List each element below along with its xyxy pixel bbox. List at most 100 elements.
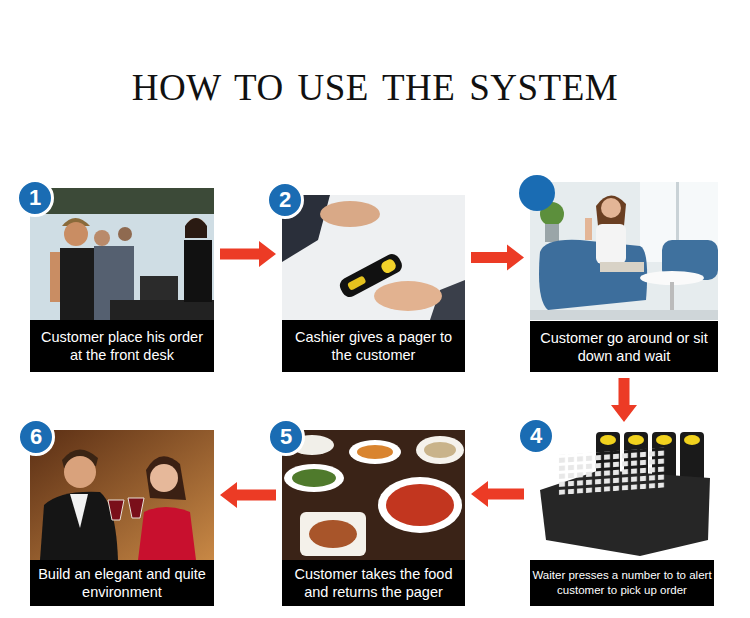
woman-hair: [146, 456, 186, 500]
woman-top: [596, 224, 626, 264]
woman-hair: [596, 195, 626, 226]
step-circle: 2: [266, 181, 304, 219]
photo-bg: [30, 188, 214, 320]
arrow-shape: [471, 481, 524, 507]
pager-light: [684, 435, 700, 445]
man-shirt: [70, 494, 88, 528]
step-panel: Waiter presses a number to to alert cust…: [530, 428, 714, 606]
lower-hand: [374, 281, 442, 311]
pager-strip: [347, 275, 367, 291]
floor: [530, 310, 718, 320]
callout-number: 4: [530, 425, 542, 447]
callout-number: 2: [279, 189, 291, 211]
food: [424, 442, 456, 458]
arrow-shape: [611, 378, 637, 422]
empty-step-circle: [519, 175, 555, 211]
step-circle: 4: [517, 417, 555, 455]
flow-arrow: [471, 481, 524, 507]
pager-light: [628, 435, 644, 445]
food: [357, 445, 393, 459]
caption-box: Customer go around or sit down and wait: [530, 321, 718, 372]
food: [292, 469, 336, 487]
wine-glass: [128, 498, 144, 518]
flow-arrow: [611, 378, 637, 422]
step-circle: 5: [267, 418, 305, 456]
photo-charger: [530, 428, 714, 560]
table-leg: [670, 282, 674, 314]
arrow-shape: [220, 241, 276, 267]
step-panel: Customer place his order at the front de…: [30, 188, 214, 372]
photo-bg: [530, 428, 714, 560]
step-panel: Cashier gives a pager to the customer2: [282, 195, 465, 372]
photo-counter: [30, 188, 214, 320]
caption-box: Customer takes the food and returns the …: [282, 560, 465, 606]
caption-box: Build an elegant and quite environment: [30, 560, 214, 606]
wine-glass: [108, 500, 124, 520]
caption-text: Customer go around or sit down and wait: [533, 329, 715, 365]
flow-arrow: [220, 482, 276, 508]
counter: [110, 300, 214, 320]
woman-head: [150, 464, 178, 492]
photo-bg: [530, 182, 718, 320]
caption-text: Build an elegant and quite environment: [33, 565, 211, 601]
page-title: HOW TO USE THE SYSTEM: [0, 68, 750, 108]
pager-body: [337, 251, 405, 300]
pager-device: [337, 251, 405, 300]
pot: [545, 224, 559, 242]
tent-roof: [30, 188, 214, 214]
photo-couple: [30, 430, 214, 560]
step-panel: Customer takes the food and returns the …: [282, 430, 465, 606]
photo-pager: [282, 195, 465, 320]
woman-head: [186, 218, 206, 238]
upper-hand: [320, 201, 380, 227]
man-suit: [40, 492, 118, 560]
photo-bg: [30, 430, 214, 560]
photo-lounge: [530, 182, 718, 320]
step-panel: Build an elegant and quite environment6: [30, 430, 214, 606]
register: [140, 276, 178, 302]
caption-text: Cashier gives a pager to the customer: [285, 328, 462, 364]
flow-arrow: [471, 245, 524, 271]
caption-text: Customer place his order at the front de…: [33, 328, 211, 364]
callout-number: 6: [30, 426, 42, 448]
man-tank: [60, 248, 94, 320]
callout-number: 5: [280, 426, 292, 448]
woman-legs: [600, 262, 644, 272]
woman-hair: [185, 218, 207, 238]
plate: [416, 436, 464, 464]
woman-body: [184, 240, 212, 302]
pager-stack: [680, 432, 704, 482]
bg-head: [118, 227, 132, 241]
step-panel: Customer go around or sit down and wait: [530, 182, 718, 372]
woman-dress: [138, 507, 196, 560]
pager-light: [380, 258, 398, 275]
photo-food: [282, 430, 465, 560]
sofa: [539, 240, 647, 310]
man-head: [64, 222, 88, 246]
photo-bg: [282, 195, 465, 320]
woman-head: [601, 198, 621, 218]
caption-text: Waiter presses a number to to alert cust…: [531, 568, 713, 598]
arrow-shape: [220, 482, 276, 508]
soup: [386, 484, 454, 526]
step-circle: 1: [16, 179, 54, 217]
bg-head: [94, 230, 110, 246]
plate: [349, 440, 401, 464]
step-circle: 6: [17, 418, 55, 456]
dish: [300, 512, 366, 556]
pager-light: [600, 435, 616, 445]
raised-arm: [585, 218, 592, 240]
caption-text: Customer takes the food and returns the …: [285, 565, 462, 601]
plate: [284, 464, 344, 492]
photo-bg: [282, 430, 465, 560]
caption-box: Customer place his order at the front de…: [30, 320, 214, 372]
soup-bowl: [378, 477, 462, 533]
pager-light: [656, 435, 672, 445]
arrow-shape: [471, 245, 524, 271]
callout-number: 1: [29, 187, 41, 209]
food: [309, 520, 357, 548]
man-head: [64, 456, 96, 488]
keypad: [558, 447, 666, 495]
caption-box: Waiter presses a number to to alert cust…: [530, 560, 714, 606]
caption-box: Cashier gives a pager to the customer: [282, 320, 465, 372]
